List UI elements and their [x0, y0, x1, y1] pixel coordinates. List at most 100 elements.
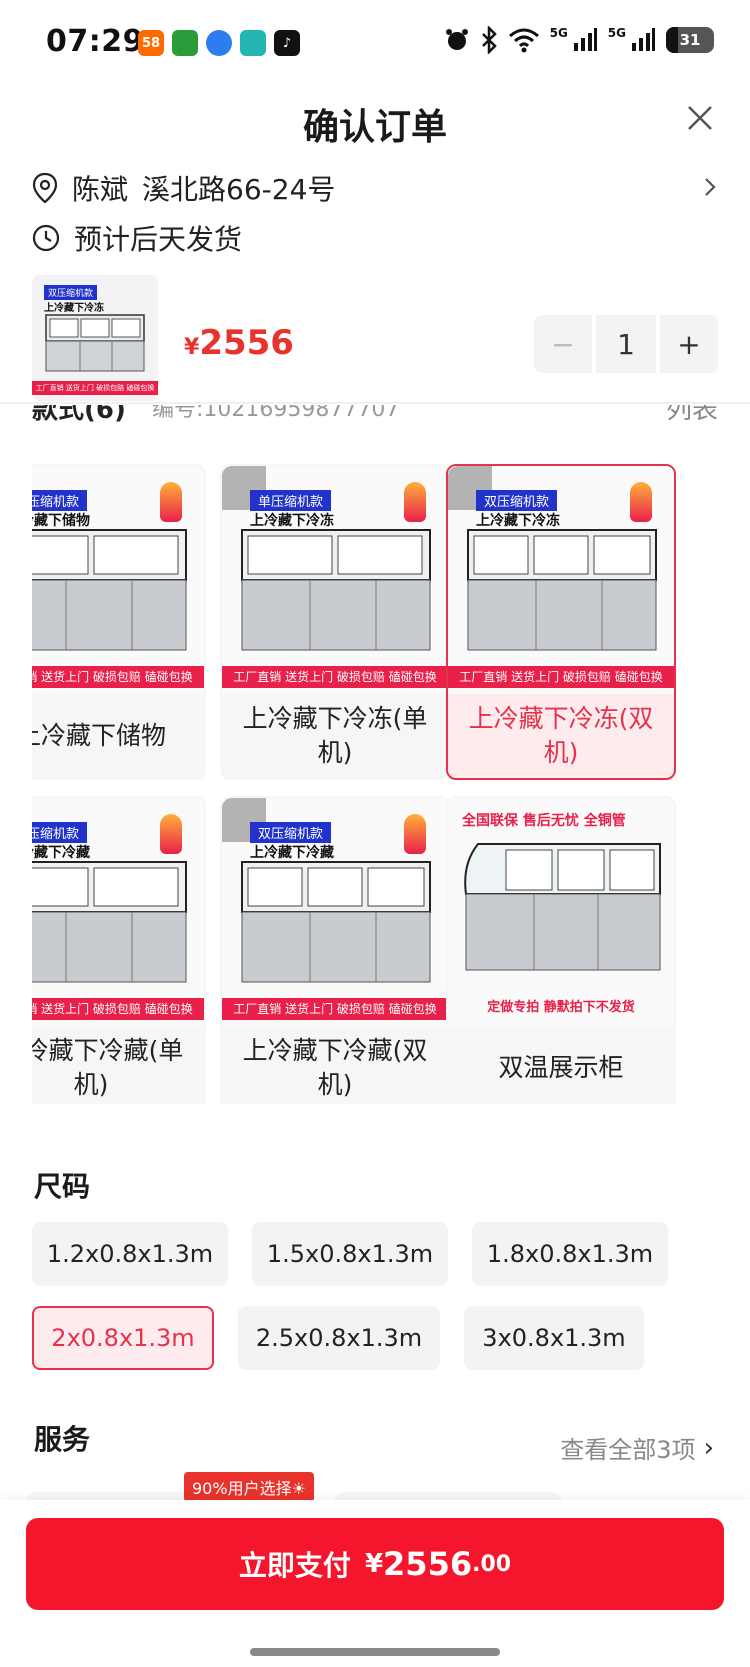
hot-sale-icon	[160, 482, 182, 522]
fridge-illustration	[45, 314, 145, 372]
style-option-image: 全国联保 售后无忧 全铜管 定做专拍 静默拍下不发货	[448, 798, 674, 1026]
view-all-label: 查看全部3项	[560, 1436, 696, 1464]
thumb-banner: 工厂直销 送货上门 破损包赔 磕碰包换	[32, 381, 158, 395]
card-tag: 全国联保 售后无忧 全铜管	[462, 813, 626, 829]
fridge-illustration	[467, 529, 657, 651]
size-option[interactable]: 1.2x0.8x1.3m	[32, 1222, 228, 1286]
style-option-label: 上冷藏下冷藏(双机)	[242, 1036, 428, 1099]
fridge-illustration	[32, 529, 187, 651]
browser-app-icon	[206, 30, 232, 56]
card-image-title: 上冷藏下冷藏	[250, 845, 334, 861]
shipping-estimate-row: 预计后天发货	[32, 218, 242, 258]
card-banner: 工厂直销 送货上门 破损包赔 磕碰包换	[448, 666, 674, 688]
card-banner: 工厂直销 送货上门 破损包赔 磕碰包换	[32, 666, 204, 688]
58-app-icon: 58	[138, 30, 164, 56]
pay-amount: 2556	[383, 1545, 473, 1583]
signal-icon	[573, 28, 597, 51]
card-image-title: 上冷藏下冷冻	[250, 513, 334, 529]
style-option-label: 上冷藏下冷冻(单机)	[242, 704, 428, 767]
style-option-label: 上冷藏下冷冻(双机)	[468, 704, 654, 767]
style-option-card[interactable]: 全国联保 售后无忧 全铜管 定做专拍 静默拍下不发货 双温展示柜	[446, 796, 676, 1104]
signal-icon-2	[632, 28, 655, 51]
view-all-services-link[interactable]: 查看全部3项 ›	[560, 1430, 714, 1465]
card-banner: 定做专拍 静默拍下不发货	[487, 1000, 635, 1015]
home-app-icon	[240, 30, 266, 56]
card-banner: 工厂直销 送货上门 破损包赔 磕碰包换	[222, 666, 448, 688]
alarm-icon	[445, 29, 468, 50]
recipient-name: 陈斌	[72, 173, 129, 206]
quantity-value[interactable]: 1	[596, 315, 656, 373]
battery-icon: 31	[666, 27, 714, 53]
chevron-right-icon: ›	[703, 1432, 714, 1463]
card-image-title: 上冷藏下冷藏	[32, 845, 90, 861]
card-tag: 单压缩机款	[250, 490, 332, 511]
network-label-1: 5G	[549, 26, 568, 40]
fridge-illustration	[241, 861, 431, 983]
price-currency: ¥	[184, 335, 200, 360]
pay-amount-decimal: .00	[472, 1551, 512, 1577]
style-option-image: 单压缩机款 上冷藏下冷冻 工厂直销 送货上门 破损包赔 磕碰包换	[222, 466, 448, 694]
status-bar: 07:29 58 ♪ 5G 5G 31	[0, 0, 750, 86]
style-option-card[interactable]: 双压缩机款 上冷藏下冷藏 工厂直销 送货上门 破损包赔 磕碰包换 上冷藏下冷藏(…	[220, 796, 450, 1104]
size-option[interactable]: 3x0.8x1.3m	[464, 1306, 644, 1370]
decrease-quantity-button[interactable]: −	[534, 315, 592, 373]
card-tag: 单压缩机款	[32, 490, 88, 511]
size-option[interactable]: 1.5x0.8x1.3m	[252, 1222, 448, 1286]
pay-button-label: 立即支付	[238, 1549, 351, 1582]
style-option-card-selected[interactable]: 双压缩机款 上冷藏下冷冻 工厂直销 送货上门 破损包赔 磕碰包换 上冷藏下冷冻(…	[446, 464, 676, 780]
popular-choice-badge: 90%用户选择☀	[184, 1472, 314, 1502]
style-option-image: 双压缩机款 上冷藏下冷冻 工厂直销 送货上门 破损包赔 磕碰包换	[448, 466, 674, 694]
card-banner: 工厂直销 送货上门 破损包赔 磕碰包换	[32, 998, 204, 1020]
page-title: 确认订单	[302, 107, 447, 148]
card-tag: 单压缩机款	[32, 822, 88, 843]
pay-now-button[interactable]: 立即支付 ¥ 2556 .00	[26, 1518, 724, 1610]
address-street: 溪北路66-24号	[142, 173, 336, 206]
card-image-title: 上冷藏下冷冻	[476, 513, 560, 529]
style-code: 编号:10216959877707	[152, 405, 400, 422]
pay-currency: ¥	[364, 1549, 384, 1579]
size-option-selected[interactable]: 2x0.8x1.3m	[32, 1306, 214, 1370]
card-image-title: 上冷藏下储物	[32, 513, 90, 529]
logo-app-icon	[172, 30, 198, 56]
list-view-toggle[interactable]: 列表	[665, 405, 718, 425]
card-tag: 双压缩机款	[250, 822, 332, 843]
notification-app-icons: 58 ♪	[138, 30, 300, 56]
address-row[interactable]: 陈斌 溪北路66-24号	[32, 168, 718, 208]
hot-sale-icon	[404, 482, 426, 522]
price-value: 2556	[199, 323, 294, 363]
hot-sale-icon	[160, 814, 182, 854]
style-section-title: 款式(6)	[32, 405, 126, 425]
style-option-image: 单压缩机款 上冷藏下冷藏 工厂直销 送货上门 破损包赔 磕碰包换	[32, 798, 204, 1026]
home-indicator[interactable]	[250, 1648, 500, 1656]
location-pin-icon	[32, 172, 58, 204]
fridge-illustration	[32, 861, 187, 983]
card-banner: 工厂直销 送货上门 破损包赔 磕碰包换	[222, 998, 448, 1020]
product-price: ¥2556	[184, 323, 294, 363]
style-option-image: 单压缩机款 上冷藏下储物 工厂直销 送货上门 破损包赔 磕碰包换	[32, 466, 204, 694]
divider	[0, 402, 750, 404]
style-option-card[interactable]: 单压缩机款 上冷藏下冷藏 工厂直销 送货上门 破损包赔 磕碰包换 上冷藏下冷藏(…	[32, 796, 206, 1104]
size-section-title: 尺码	[34, 1170, 91, 1203]
wifi-icon	[508, 28, 539, 53]
style-option-label: 上冷藏下冷藏(单机)	[32, 1036, 184, 1099]
network-label-2: 5G	[607, 26, 626, 40]
status-time: 07:29	[46, 24, 144, 59]
shipping-estimate: 预计后天发货	[74, 223, 243, 256]
product-thumbnail[interactable]: 双压缩机款 上冷藏下冷冻 工厂直销 送货上门 破损包赔 磕碰包换	[32, 275, 158, 401]
display-cabinet-illustration	[464, 843, 661, 971]
chevron-right-icon	[705, 178, 716, 196]
size-option[interactable]: 1.8x0.8x1.3m	[472, 1222, 668, 1286]
size-option[interactable]: 2.5x0.8x1.3m	[238, 1306, 440, 1370]
hot-sale-icon	[404, 814, 426, 854]
style-option-card[interactable]: 单压缩机款 上冷藏下冷冻 工厂直销 送货上门 破损包赔 磕碰包换 上冷藏下冷冻(…	[220, 464, 450, 780]
close-icon[interactable]	[682, 100, 718, 136]
product-summary: 双压缩机款 上冷藏下冷冻 工厂直销 送货上门 破损包赔 磕碰包换 ¥2556 −…	[32, 275, 718, 401]
thumb-tag: 双压缩机款	[44, 285, 98, 300]
tiktok-app-icon: ♪	[274, 30, 300, 56]
style-option-image: 双压缩机款 上冷藏下冷藏 工厂直销 送货上门 破损包赔 磕碰包换	[222, 798, 448, 1026]
quantity-stepper: − 1 +	[534, 315, 718, 373]
increase-quantity-button[interactable]: +	[660, 315, 718, 373]
bottom-pay-bar: 立即支付 ¥ 2556 .00	[0, 1500, 750, 1667]
battery-level: 31	[679, 31, 701, 49]
style-option-card[interactable]: 单压缩机款 上冷藏下储物 工厂直销 送货上门 破损包赔 磕碰包换 上冷藏下储物	[32, 464, 206, 780]
